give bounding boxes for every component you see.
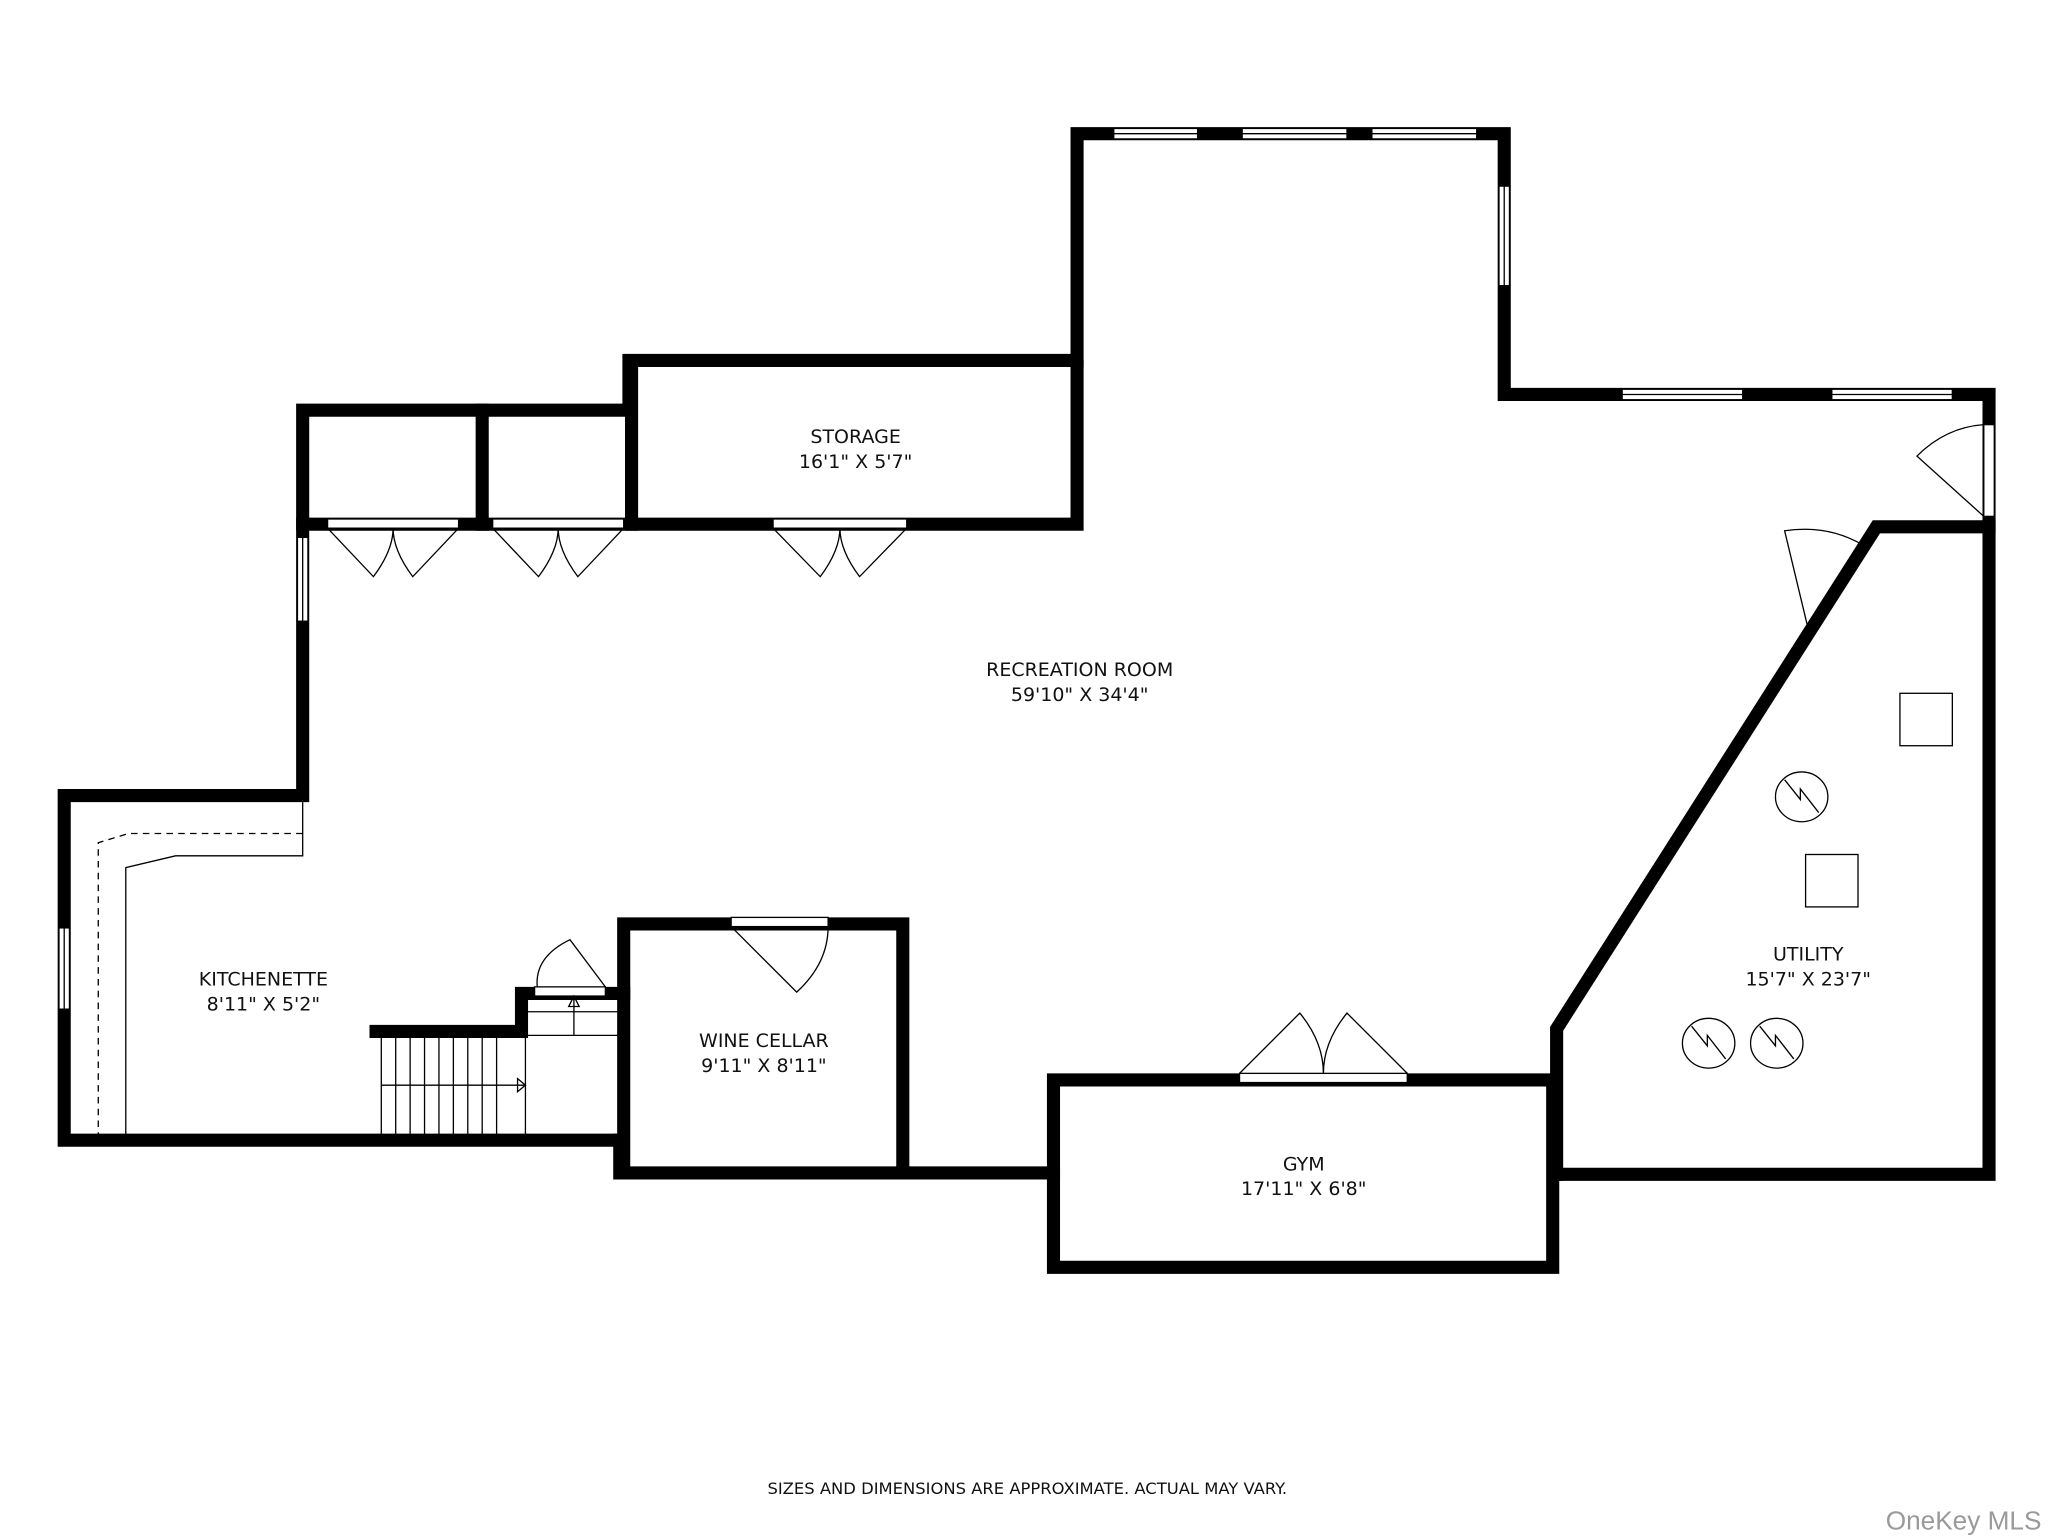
room-dimensions: 15'7" X 23'7" [1745,969,1871,991]
interior-walls [296,360,1996,1181]
disclaimer-text: SIZES AND DIMENSIONS ARE APPROXIMATE. AC… [767,1479,1287,1498]
room-label-kitchenette: KITCHENETTE 8'11" X 5'2" [199,969,328,1016]
doors [326,423,1995,1084]
room-name: WINE CELLAR [699,1030,829,1052]
room-dimensions: 16'1" X 5'7" [799,451,912,473]
room-name: RECREATION ROOM [986,659,1173,681]
windows [58,127,1954,1010]
watermark-logo: OneKey MLS [1886,1505,2042,1535]
room-label-utility: UTILITY 15'7" X 23'7" [1745,944,1871,991]
room-dimensions: 59'10" X 34'4" [1011,684,1149,706]
room-dimensions: 9'11" X 8'11" [701,1055,827,1077]
room-name: STORAGE [810,426,900,448]
room-dimensions: 8'11" X 5'2" [207,993,320,1015]
stairs [380,994,620,1135]
appliance-icon [1899,692,1954,747]
room-label-storage: STORAGE 16'1" X 5'7" [799,426,912,473]
room-label-wine-cellar: WINE CELLAR 9'11" X 8'11" [699,1030,829,1077]
appliance-icon [1804,853,1859,908]
room-name: UTILITY [1773,944,1844,966]
kitchen-counter [97,802,304,1135]
room-label-recreation: RECREATION ROOM 59'10" X 34'4" [986,659,1173,706]
room-name: KITCHENETTE [199,969,328,991]
room-label-gym: GYM 17'11" X 6'8" [1241,1153,1367,1200]
room-dimensions: 17'11" X 6'8" [1241,1178,1367,1200]
room-name: GYM [1283,1153,1325,1175]
utility-fixtures [1681,692,1954,1069]
